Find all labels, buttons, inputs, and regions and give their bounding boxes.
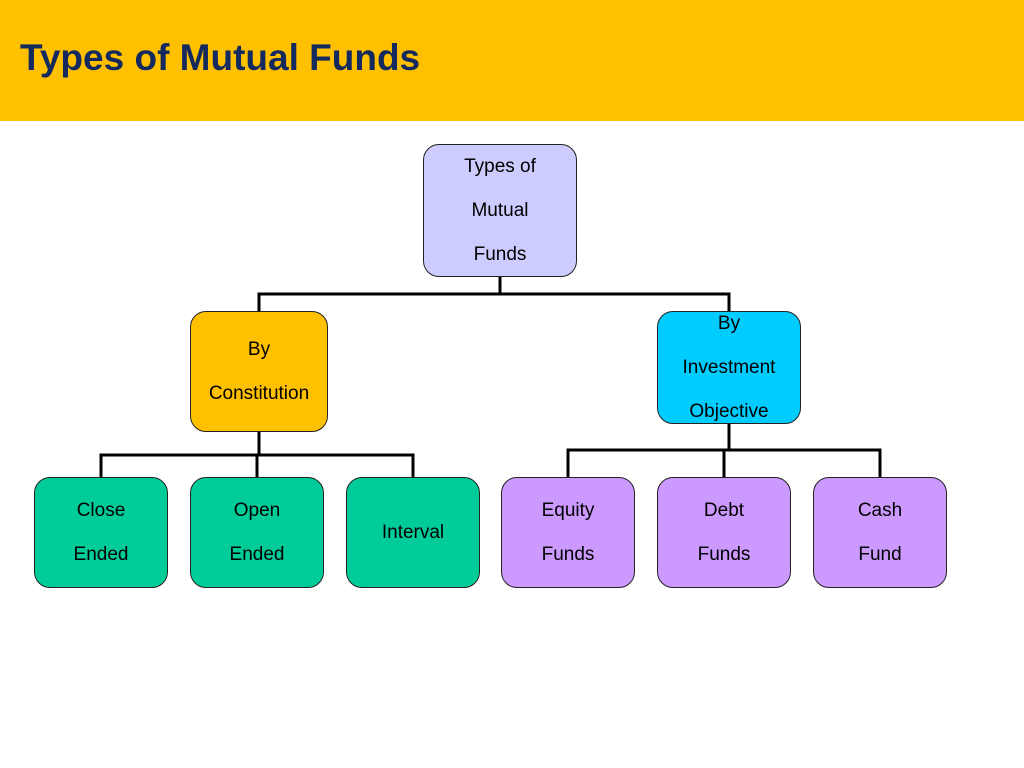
node-by-constitution: By Constitution	[190, 311, 328, 432]
node-open-ended: Open Ended	[190, 477, 324, 588]
node-types-of-mutual-funds: Types of Mutual Funds	[423, 144, 577, 277]
node-label-line: Equity	[541, 499, 595, 521]
node-label-line: Interval	[381, 521, 445, 543]
node-equity-funds: Equity Funds	[501, 477, 635, 588]
node-label-line: Funds	[697, 543, 751, 565]
node-label-line: Funds	[541, 543, 595, 565]
node-label-line: By	[247, 338, 271, 360]
node-label-line: Fund	[858, 543, 902, 565]
node-cash-fund: Cash Fund	[813, 477, 947, 588]
node-debt-funds: Debt Funds	[657, 477, 791, 588]
node-label-line: Mutual	[471, 199, 529, 221]
node-close-ended: Close Ended	[34, 477, 168, 588]
node-label-line: Ended	[229, 543, 285, 565]
node-label-line: Ended	[73, 543, 129, 565]
slide-title: Types of Mutual Funds	[20, 37, 421, 78]
node-label-line: Cash	[857, 499, 903, 521]
node-label-line: Debt	[703, 499, 745, 521]
node-label-line: Close	[76, 499, 126, 521]
node-label-line: Constitution	[208, 382, 310, 404]
node-label-line: Open	[233, 499, 281, 521]
node-label-line: Objective	[689, 400, 769, 422]
node-label-line: By	[717, 312, 741, 334]
node-label-line: Types of	[464, 155, 536, 177]
title-bar: Types of Mutual Funds	[0, 0, 1024, 121]
node-by-investment-objective: By Investment Objective	[657, 311, 801, 424]
node-label-line: Funds	[473, 243, 527, 265]
node-interval: Interval	[346, 477, 480, 588]
node-label-line: Investment	[682, 356, 776, 378]
